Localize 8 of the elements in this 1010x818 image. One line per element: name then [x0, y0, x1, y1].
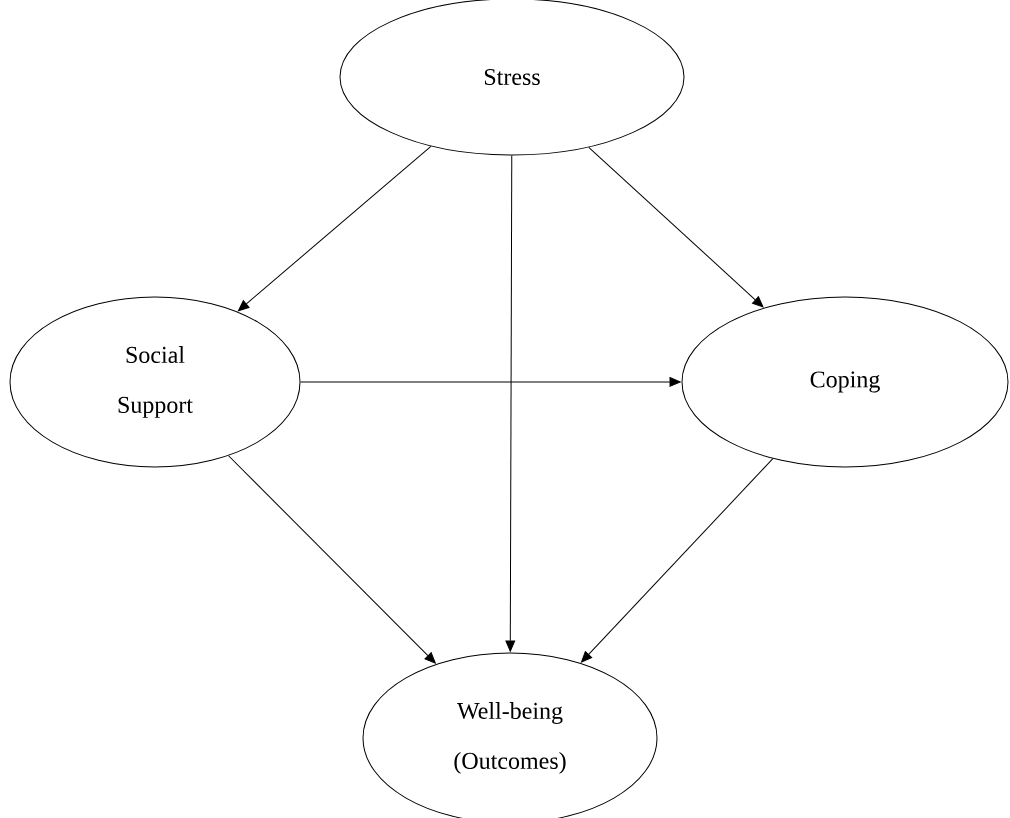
arrow — [237, 145, 432, 312]
arrow — [300, 377, 681, 387]
arrow — [505, 155, 516, 652]
ellipse-node: Coping — [681, 296, 1009, 468]
ellipse-node: Social Support — [9, 296, 301, 468]
arrow — [581, 458, 774, 663]
arrow — [588, 146, 764, 308]
arrow — [228, 455, 436, 664]
